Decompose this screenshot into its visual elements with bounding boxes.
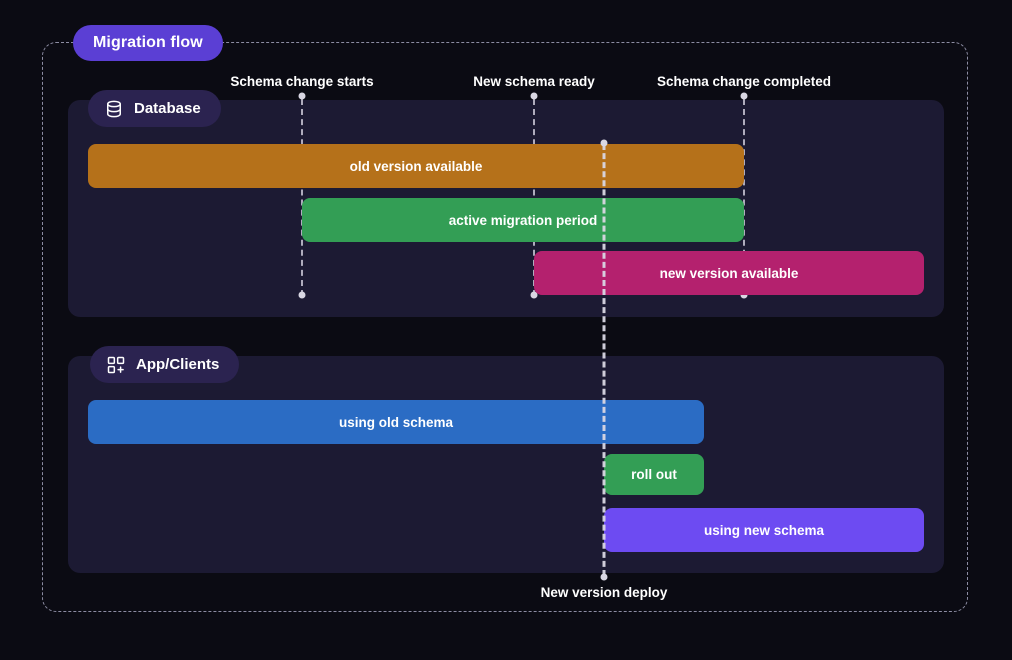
milestone-label-3: Schema change completed bbox=[656, 74, 832, 89]
timeline-bar-app-clients-1[interactable]: using old schema bbox=[88, 400, 704, 444]
timeline-bar-label: old version available bbox=[349, 158, 483, 174]
milestone-dot-bottom-2 bbox=[530, 291, 538, 299]
database-icon bbox=[104, 99, 124, 119]
diagram-title-badge: Migration flow bbox=[73, 25, 223, 61]
deploy-dot-bottom bbox=[600, 573, 608, 581]
timeline-bar-label: using old schema bbox=[338, 414, 454, 430]
lane-badge-database: Database bbox=[88, 90, 221, 127]
lane-label-app-clients: App/Clients bbox=[136, 356, 220, 373]
milestone-line-2 bbox=[533, 99, 535, 296]
timeline-bar-database-3[interactable]: new version available bbox=[534, 251, 924, 295]
timeline-bar-label: roll out bbox=[631, 467, 677, 482]
diagram-frame bbox=[42, 42, 968, 612]
milestone-line-1 bbox=[301, 99, 303, 296]
milestone-dot-top-3 bbox=[740, 92, 748, 100]
lane-label-database: Database bbox=[134, 100, 201, 117]
timeline-bar-label: using new schema bbox=[703, 522, 825, 538]
milestone-line-3 bbox=[743, 99, 745, 296]
milestone-label-1: Schema change starts bbox=[230, 74, 374, 89]
app-grid-plus-icon bbox=[106, 355, 126, 375]
timeline-bar-app-clients-2[interactable]: roll out bbox=[604, 454, 704, 495]
deploy-dot-top bbox=[600, 139, 608, 147]
timeline-bar-label: new version available bbox=[659, 265, 799, 281]
deploy-marker-line bbox=[602, 144, 606, 576]
page-title: Migration flow bbox=[93, 34, 203, 51]
timeline-bar-database-2[interactable]: active migration period bbox=[302, 198, 744, 242]
milestone-dot-top-2 bbox=[530, 92, 538, 100]
timeline-bar-app-clients-3[interactable]: using new schema bbox=[604, 508, 924, 552]
milestone-label-2: New schema ready bbox=[473, 74, 595, 89]
lane-badge-app-clients: App/Clients bbox=[90, 346, 240, 383]
timeline-bar-database-1[interactable]: old version available bbox=[88, 144, 744, 188]
milestone-dot-top-1 bbox=[298, 92, 306, 100]
milestone-dot-bottom-3 bbox=[740, 291, 748, 299]
deploy-marker-label: New version deploy bbox=[540, 585, 668, 600]
timeline-bar-label: active migration period bbox=[448, 212, 598, 228]
milestone-dot-bottom-1 bbox=[298, 291, 306, 299]
